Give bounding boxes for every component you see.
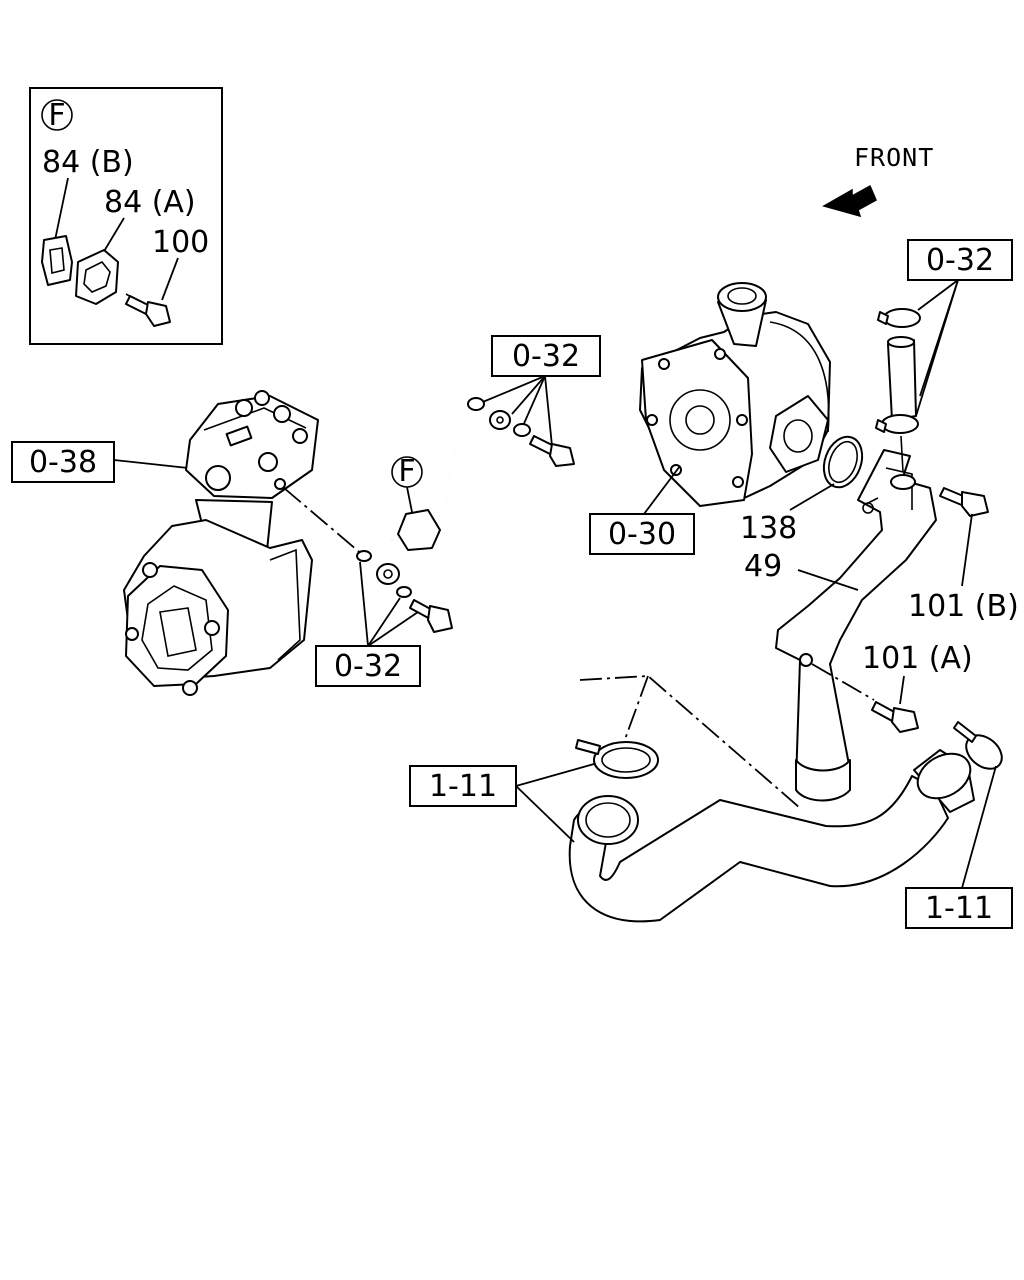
o-ring-part — [822, 435, 864, 489]
front-arrow-icon — [822, 184, 877, 218]
pipe-clip — [397, 509, 441, 551]
clip-marker: F — [398, 454, 415, 489]
lower-hose-body — [568, 775, 949, 923]
callout-box-0-30 — [589, 513, 695, 555]
air-compressor-assembly: 0-38 — [11, 390, 319, 696]
lower-hose-assembly: 1-11 1-11 — [409, 675, 1013, 929]
callout-pipe-fittings-upper: 0-32 — [512, 339, 580, 374]
oil-pipe-assembly: 0-32 F 0-32 — [283, 335, 601, 687]
bolt-101a-assembly: 101 (A) — [811, 641, 973, 733]
detail-marker: F — [48, 98, 65, 133]
part-number-water-pipe: 49 — [744, 549, 782, 584]
hose-fittings-assembly: 0-32 — [875, 239, 1013, 473]
water-pipe-49: 49 — [744, 449, 937, 802]
part-label-84b: 84 (B) — [42, 145, 134, 180]
front-direction-indicator: FRONT — [822, 143, 934, 218]
callout-water-pump: 0-30 — [608, 517, 676, 552]
water-pump-assembly: 0-30 — [589, 282, 831, 555]
detail-marker-circle — [41, 99, 73, 131]
callout-clamp-left: 1-11 — [429, 769, 497, 804]
clip-84b-part — [41, 235, 73, 286]
callout-clamp-right: 1-11 — [925, 891, 993, 926]
callout-box-0-32-lower — [315, 645, 421, 687]
callout-box-0-32-hose — [907, 239, 1013, 281]
o-ring-138: 138 — [740, 435, 864, 546]
callout-hose-fittings: 0-32 — [926, 243, 994, 278]
callout-pipe-fittings-lower: 0-32 — [334, 649, 402, 684]
bolt-100-part — [125, 293, 171, 327]
detail-view-f: F 84 (B) 84 (A) 100 — [29, 87, 223, 345]
callout-box-0-32-upper — [491, 335, 601, 377]
part-label-84a: 84 (A) — [104, 185, 196, 220]
clip-84a-part — [75, 249, 119, 305]
bolt-101b-assembly: 101 (B) — [908, 487, 1019, 624]
callout-box-1-11-right — [905, 887, 1013, 929]
front-label: FRONT — [854, 143, 934, 172]
detail-view-frame — [29, 87, 223, 345]
part-label-100: 100 — [152, 225, 209, 260]
part-number-bolt-b: 101 (B) — [908, 589, 1019, 624]
part-number-o-ring: 138 — [740, 511, 797, 546]
callout-box-0-38 — [11, 441, 115, 483]
callout-compressor: 0-38 — [29, 445, 97, 480]
part-number-bolt-a: 101 (A) — [862, 641, 973, 676]
